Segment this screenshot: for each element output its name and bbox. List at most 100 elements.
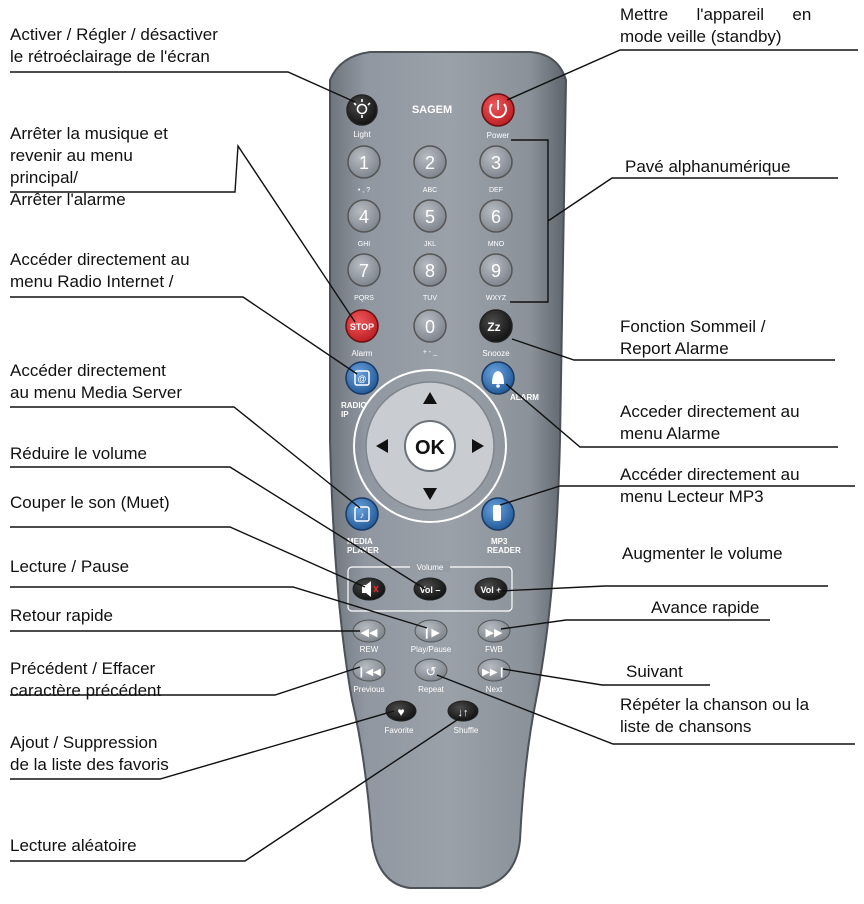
snooze-button[interactable]: Zz — [479, 309, 513, 343]
favorite-button[interactable]: ♥ — [385, 700, 417, 722]
next-label: Next — [486, 685, 503, 694]
annotation-sleep: Fonction Sommeil /Report Alarme — [620, 317, 766, 358]
previous-button[interactable]: ❙◀◀ — [352, 658, 386, 682]
svg-text:2: 2 — [425, 153, 435, 173]
brand-logo: SAGEM — [412, 104, 452, 116]
svg-text:Vol +: Vol + — [480, 585, 501, 595]
media-player-button[interactable]: ♪ — [345, 497, 379, 531]
play-pause-label: Play/Pause — [411, 645, 452, 654]
svg-text:1: 1 — [359, 153, 369, 173]
key-2[interactable]: 2 — [413, 145, 447, 179]
play-pause-button[interactable]: ❙▶ — [414, 619, 448, 643]
key-5[interactable]: 5 — [413, 199, 447, 233]
svg-text:MNO: MNO — [488, 241, 505, 248]
svg-text:❙◀◀: ❙◀◀ — [357, 667, 381, 678]
svg-text:STOP: STOP — [350, 322, 374, 332]
svg-text:• , ?: • , ? — [358, 187, 370, 194]
dpad-left-button[interactable] — [376, 439, 388, 453]
svg-text:5: 5 — [425, 207, 435, 227]
svg-text:▶▶❙: ▶▶❙ — [482, 667, 506, 678]
svg-text:GHI: GHI — [358, 241, 371, 248]
svg-text:+ - _: + - _ — [423, 349, 437, 356]
dpad-right-button[interactable] — [472, 439, 484, 453]
power-button[interactable] — [481, 93, 515, 127]
repeat-label: Repeat — [418, 685, 445, 694]
svg-text:ABC: ABC — [423, 187, 437, 194]
svg-text:♪: ♪ — [360, 510, 365, 520]
mute-button[interactable] — [352, 577, 386, 601]
power-icon — [489, 100, 507, 119]
radio-ip-button[interactable]: @ — [345, 361, 379, 395]
svg-text:0: 0 — [425, 317, 435, 337]
alarm-button-label: ALARM — [510, 393, 539, 402]
volume-label: Volume — [417, 563, 444, 572]
alarm-button[interactable] — [481, 361, 515, 395]
svg-text:Vol –: Vol – — [420, 585, 441, 595]
key-8[interactable]: 8 — [413, 253, 447, 287]
svg-text:6: 6 — [491, 207, 501, 227]
previous-label: Previous — [353, 685, 384, 694]
key-1[interactable]: 1 — [347, 145, 381, 179]
key-4[interactable]: 4 — [347, 199, 381, 233]
annotation-play: Lecture / Pause — [10, 557, 130, 576]
svg-text:4: 4 — [359, 207, 369, 227]
leader-lines — [10, 49, 858, 862]
shuffle-label: Shuffle — [454, 726, 479, 735]
svg-text:WXYZ: WXYZ — [486, 295, 507, 302]
ok-button[interactable]: OK — [404, 420, 456, 472]
nav-ring — [353, 369, 507, 523]
fwb-button[interactable]: ▶▶ — [477, 619, 511, 643]
svg-text:8: 8 — [425, 261, 435, 281]
key-7[interactable]: 7 — [347, 253, 381, 287]
annotation-fast-forward: Avance rapide — [651, 598, 760, 617]
key-9[interactable]: 9 — [479, 253, 513, 287]
key-3[interactable]: 3 — [479, 145, 513, 179]
key-0[interactable]: 0 — [413, 309, 447, 343]
dpad-down-button[interactable] — [423, 488, 437, 500]
dpad-up-button[interactable] — [423, 392, 437, 404]
svg-text:Zz: Zz — [487, 320, 500, 334]
stop-button[interactable]: STOP — [345, 309, 379, 343]
annotation-volume-down: Réduire le volume — [10, 444, 148, 463]
svg-text:7: 7 — [359, 261, 369, 281]
annotation-next: Suivant — [626, 662, 683, 681]
svg-text:DEF: DEF — [489, 187, 503, 194]
shuffle-button[interactable]: ↓↑ — [447, 700, 479, 722]
svg-text:↺: ↺ — [426, 664, 437, 679]
bulb-icon — [353, 99, 371, 118]
annotation-keypad: Pavé alphanumérique — [625, 157, 791, 176]
rew-button[interactable]: ◀◀ — [352, 619, 386, 643]
power-label: Power — [487, 131, 510, 140]
numeric-keypad: 1 • , ? 2 ABC 3 DEF 4 GHI 5 JKL 6 MNO 7 … — [347, 145, 513, 302]
rew-label: REW — [360, 645, 379, 654]
key-6[interactable]: 6 — [479, 199, 513, 233]
svg-text:OK: OK — [415, 437, 446, 459]
svg-text:◀◀: ◀◀ — [361, 627, 378, 639]
annotation-shuffle: Lecture aléatoire — [10, 836, 137, 855]
light-label: Light — [353, 130, 371, 139]
svg-text:❙▶: ❙▶ — [422, 627, 440, 639]
svg-text:♥: ♥ — [397, 705, 404, 719]
favorite-label: Favorite — [385, 726, 414, 735]
svg-text:JKL: JKL — [424, 241, 436, 248]
mp3-reader-button[interactable] — [481, 497, 515, 531]
vol-minus-button[interactable]: Vol – — [413, 577, 447, 601]
mute-icon — [362, 581, 379, 597]
svg-text:↓↑: ↓↑ — [458, 707, 469, 719]
vol-plus-button[interactable]: Vol + — [474, 577, 508, 601]
annotation-volume-up: Augmenter le volume — [622, 544, 783, 563]
light-button[interactable] — [346, 94, 378, 126]
